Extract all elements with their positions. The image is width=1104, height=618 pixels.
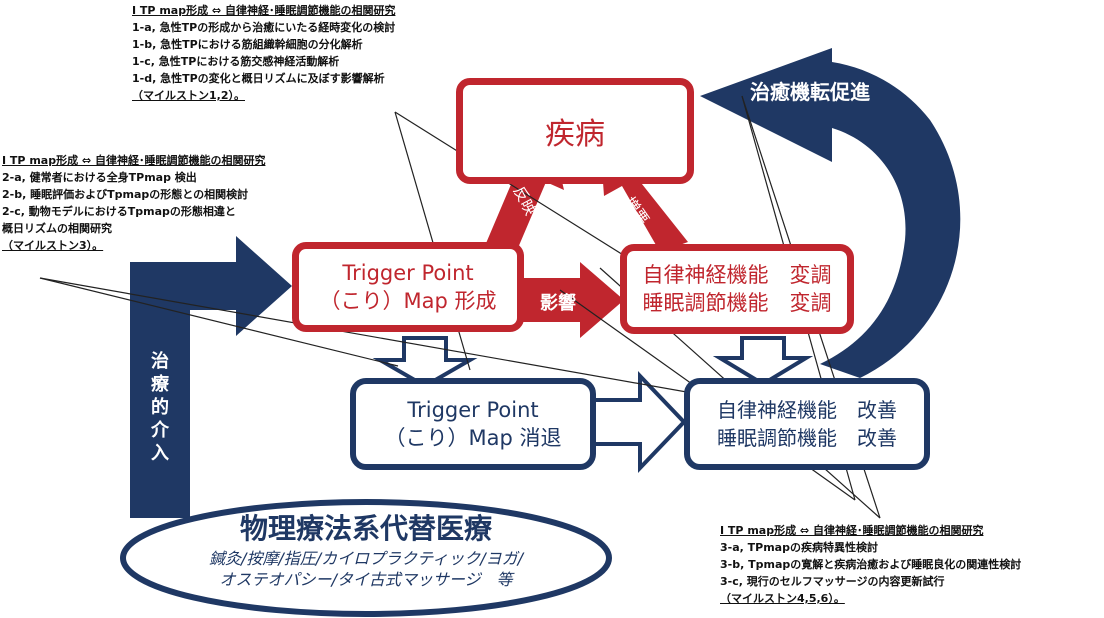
influence-label: 影響	[540, 293, 576, 314]
disease-label: 疾病	[545, 117, 605, 152]
therapy-title: 物理療法系代替医療	[239, 512, 492, 545]
disease-box: 疾病	[456, 78, 694, 184]
note-top-header: Ⅰ TP map形成 ⇔ 自律神経･睡眠調節機能の相関研究	[132, 4, 396, 17]
note-top-line: 1-d, 急性TPの変化と概日リズムに及ぼす影響解析	[132, 72, 385, 85]
note-bottom-header: Ⅰ TP map形成 ⇔ 自律神経･睡眠調節機能の相関研究	[720, 524, 984, 537]
note-bottom-line: 3-b, Tpmapの寛解と疾病治癒および睡眠良化の関連性検討	[720, 558, 1022, 571]
autonomic-change-line1: 自律神経機能 変調	[642, 263, 832, 287]
tp-formation-line2: （こり）Map 形成	[319, 289, 497, 313]
research-note-bottom: Ⅰ TP map形成 ⇔ 自律神経･睡眠調節機能の相関研究 3-a, TPmap…	[720, 522, 1021, 607]
cure-promotion-label: 治癒機転促進	[750, 80, 870, 104]
note-left-milestone: （マイルストン3）。	[2, 239, 104, 252]
note-left-line: 2-c, 動物モデルにおけるTpmapの形態相違と	[2, 205, 236, 218]
note-top-milestone: （マイルストン1,2）。	[132, 89, 245, 102]
note-left-line: 2-a, 健常者における全身TPmap 検出	[2, 171, 197, 184]
cure-promotion-curved-arrow	[700, 48, 961, 378]
note-left-line: 概日リズムの相関研究	[2, 222, 112, 235]
note-bottom-line: 3-c, 現行のセルフマッサージの内容更新試行	[720, 575, 945, 588]
note-bottom-line: 3-a, TPmapの疾病特異性検討	[720, 541, 878, 554]
research-note-top: Ⅰ TP map形成 ⇔ 自律神経･睡眠調節機能の相関研究 1-a, 急性TPの…	[132, 2, 395, 104]
tp-formation-line1: Trigger Point	[342, 261, 474, 285]
research-note-left: Ⅰ TP map形成 ⇔ 自律神経･睡眠調節機能の相関研究 2-a, 健常者にお…	[2, 152, 265, 254]
autonomic-improve-line2: 睡眠調節機能 改善	[717, 426, 897, 450]
tp-formation-box: Trigger Point （こり）Map 形成	[292, 242, 524, 332]
note-top-line: 1-b, 急性TPにおける筋組織幹細胞の分化解析	[132, 38, 363, 51]
down-arrow-right	[712, 336, 814, 387]
note-bottom-milestone: （マイルストン4,5,6）。	[720, 592, 845, 605]
note-left-line: 2-b, 睡眠評価およびTpmapの形態との相関検討	[2, 188, 249, 201]
note-top-line: 1-a, 急性TPの形成から治癒にいたる経時変化の検討	[132, 21, 396, 34]
right-arrow-bottom	[592, 371, 687, 473]
therapy-line1: 鍼灸/按摩/指圧/カイロプラクティック/ヨガ/	[209, 549, 523, 568]
influence-arrow	[522, 262, 624, 338]
tp-resolution-box: Trigger Point （こり）Map 消退	[350, 378, 596, 470]
autonomic-improve-line1: 自律神経機能 改善	[717, 398, 897, 422]
intervention-arrow	[130, 236, 292, 518]
autonomic-change-line2: 睡眠調節機能 変調	[642, 291, 832, 315]
autonomic-improve-box: 自律神経機能 改善 睡眠調節機能 改善	[684, 378, 930, 470]
tp-resolution-line1: Trigger Point	[407, 398, 539, 422]
note-left-header: Ⅰ TP map形成 ⇔ 自律神経･睡眠調節機能の相関研究	[2, 154, 266, 167]
note-top-line: 1-c, 急性TPにおける筋交感神経活動解析	[132, 55, 340, 68]
autonomic-change-box: 自律神経機能 変調 睡眠調節機能 変調	[620, 244, 854, 334]
down-arrow-left	[372, 336, 478, 389]
therapy-text: 物理療法系代替医療 鍼灸/按摩/指圧/カイロプラクティック/ヨガ/ オステオパシ…	[130, 510, 602, 590]
therapy-line2: オステオパシー/タイ古式マッサージ 等	[219, 570, 513, 589]
therapy-ellipse	[120, 499, 612, 617]
intervention-label: 治 療 的 介 入	[151, 351, 169, 464]
tp-resolution-line2: （こり）Map 消退	[384, 426, 562, 450]
